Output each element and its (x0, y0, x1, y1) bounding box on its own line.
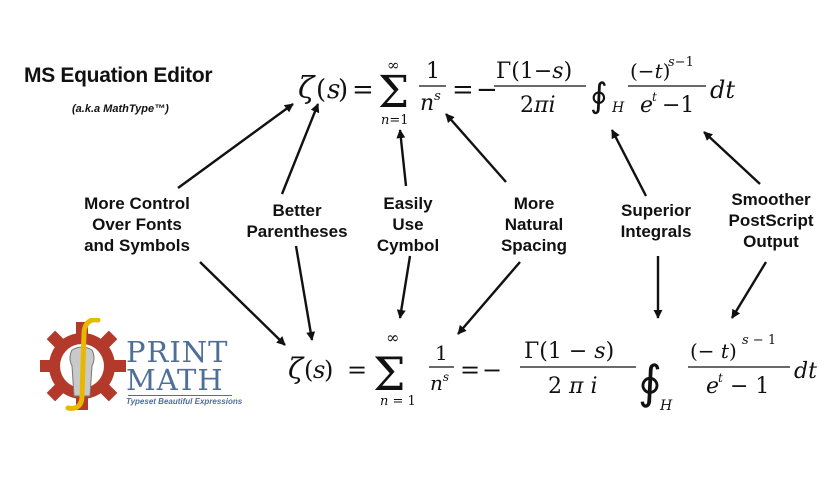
svg-text:H: H (659, 398, 673, 414)
logo-print: PRINT (126, 335, 229, 369)
gear-icon (40, 318, 126, 411)
svg-text:=: = (452, 75, 474, 105)
label-integrals: Superior Integrals (620, 201, 692, 241)
svg-text:s−1: s−1 (668, 55, 694, 70)
arrow-spacing-top (445, 113, 507, 183)
svg-text:s: s (327, 75, 340, 105)
svg-text:∞: ∞ (387, 56, 400, 74)
label-fonts: More Control Over Fonts and Symbols (84, 194, 190, 255)
bottom-equation: ζ ( s ) = Σ ∞ n = 1 1 ns = − Γ(1 − s) 2 … (288, 328, 817, 414)
svg-text:=: = (347, 356, 367, 384)
svg-text:1: 1 (426, 59, 440, 84)
svg-text:e: e (640, 93, 653, 118)
svg-text:−: − (476, 75, 498, 105)
label-postscript: Smoother PostScript Output (728, 190, 814, 251)
svg-text:): ) (338, 75, 348, 105)
svg-text:=: = (460, 356, 480, 384)
svg-text:(: ( (304, 356, 313, 384)
svg-text:=: = (352, 75, 374, 105)
svg-text:(: ( (316, 75, 326, 105)
arrow-fonts-top (177, 103, 294, 189)
arrow-spacing-bottom (457, 261, 521, 335)
arrows (177, 103, 768, 346)
arrow-parentheses-bottom (294, 245, 316, 341)
top-contour-integral: ∮ (590, 76, 608, 116)
svg-text:(−t): (−t) (630, 59, 670, 83)
bottom-zeta: ζ (288, 352, 305, 385)
svg-text:2 π i: 2 π i (548, 374, 598, 399)
bottom-contour-integral: ∮ (638, 355, 662, 409)
label-cymbol: Easily Use Cymbol (376, 194, 440, 255)
svg-text:n = 1: n = 1 (380, 394, 416, 409)
logo-math: MATH (126, 363, 224, 397)
svg-text:−1: −1 (662, 93, 694, 118)
svg-text:−: − (482, 356, 502, 384)
svg-text:): ) (324, 356, 333, 384)
top-zeta: ζ (298, 71, 316, 106)
svg-text:e: e (706, 374, 719, 399)
top-equation: ζ ( s ) = Σ ∞ n=1 1 ns = − Γ(1−s) 2πi ∮ … (298, 55, 735, 128)
label-parentheses: Better Parentheses (246, 201, 348, 241)
svg-text:Γ(1 − s): Γ(1 − s) (524, 339, 614, 364)
logo-divider (128, 395, 232, 396)
page-subtitle: (a.k.a MathType™) (72, 103, 169, 115)
svg-text:(− t): (− t) (690, 339, 737, 363)
svg-text:t: t (718, 371, 723, 385)
arrow-postscript-top (703, 131, 761, 185)
svg-text:dt: dt (710, 76, 735, 104)
arrow-cymbol-top (396, 129, 408, 187)
svg-text:Γ(1−s): Γ(1−s) (496, 59, 572, 84)
logo-tagline: Typeset Beautiful Expressions (126, 397, 243, 406)
svg-text:∞: ∞ (386, 328, 399, 347)
svg-text:s − 1: s − 1 (742, 333, 776, 348)
printmath-logo: PRINT MATH Typeset Beautiful Expressions (40, 318, 250, 414)
svg-text:dt: dt (794, 359, 817, 384)
svg-text:2πi: 2πi (520, 93, 556, 118)
svg-text:− 1: − 1 (730, 374, 769, 399)
label-spacing: More Natural Spacing (500, 194, 568, 255)
svg-text:H: H (611, 100, 625, 116)
arrow-fonts-bottom (199, 261, 286, 346)
bottom-sigma: Σ (373, 347, 406, 401)
arrow-cymbol-bottom (396, 255, 412, 319)
arrow-integrals-top (610, 129, 648, 197)
page-title: MS Equation Editor (24, 64, 213, 87)
top-sigma: Σ (378, 67, 409, 118)
svg-text:1: 1 (435, 341, 448, 365)
svg-text:ns: ns (430, 370, 449, 395)
arrow-postscript-bottom (730, 261, 768, 319)
svg-text:t: t (652, 90, 657, 104)
svg-text:ns: ns (420, 89, 441, 116)
svg-text:n=1: n=1 (381, 113, 409, 128)
arrow-parentheses-top (280, 103, 320, 195)
svg-text:s: s (313, 356, 325, 384)
